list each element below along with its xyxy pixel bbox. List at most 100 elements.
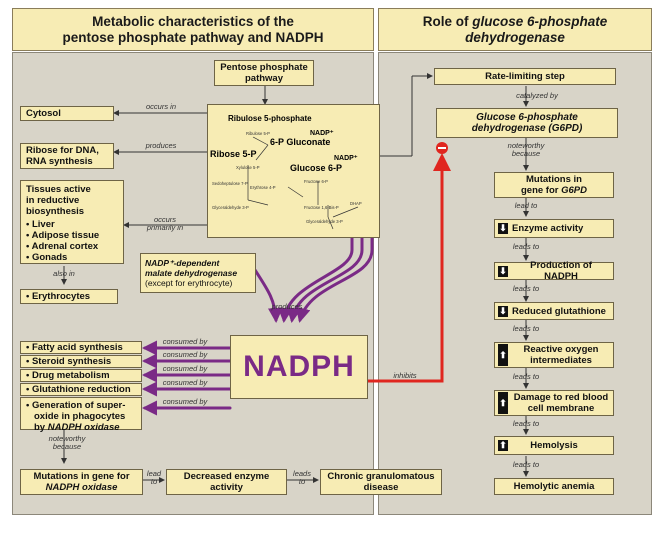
tissue-item: Adipose tissue [31, 230, 100, 241]
rate-limiting-text: Rate-limiting step [485, 71, 565, 82]
pathway-line1: Pentose phosphate [220, 62, 308, 73]
small-label: Fructose 1,6-Bis-P [304, 205, 339, 210]
leads-to-label: leads to [512, 324, 540, 333]
right-header-italic2: dehydrogenase [465, 29, 565, 45]
small-label: Glyceraldehyde 3-P [212, 205, 249, 210]
lead-to-label-right: lead to [514, 201, 538, 210]
use-glutathione: • Glutathione reduction [20, 383, 142, 396]
leads-to-label: leads to [512, 284, 540, 293]
ribose-line1: Ribose for DNA, [26, 145, 99, 156]
damage-line2: cell membrane [527, 403, 595, 414]
use-item: Drug metabolism [31, 370, 110, 381]
down-arrow-icon: ⬇ [498, 223, 508, 234]
tissue-item: Adrenal cortex [31, 241, 99, 252]
malate-line2: malate dehydrogenase [145, 268, 238, 278]
small-labels: Ribulose 5-P Xylulose 5-P Sedoheptulose … [212, 131, 362, 224]
mutations-oxidase-line2: NADPH oxidase [45, 482, 118, 493]
small-label: Sedoheptulose 7-P [212, 181, 248, 186]
noteworthy-left-label: noteworthy because [48, 434, 86, 451]
tissues-line1: Tissues active [26, 184, 91, 195]
use-item: Steroid synthesis [31, 356, 112, 367]
hemolytic-anemia-text: Hemolytic anemia [513, 481, 595, 492]
right-header: Role of glucose 6-phosphate dehydrogenas… [378, 8, 652, 51]
produces-label: produces [145, 141, 177, 150]
cgd-box: Chronic granulomatous disease [320, 469, 442, 495]
g6pd-line1: Glucose 6-phosphate [476, 112, 578, 123]
small-label: Glyceraldehyde 3-P [306, 219, 343, 224]
cytosol-text: Cytosol [26, 108, 61, 119]
ros-line2: intermediates [530, 355, 592, 366]
cgd-line1: Chronic granulomatous [327, 471, 435, 482]
use-drug: • Drug metabolism [20, 369, 142, 382]
nadph-title: NADPH [243, 350, 355, 383]
use-item: Glutathione reduction [31, 384, 131, 395]
consumed-by-label: consumed by [162, 364, 208, 373]
small-label: Xylulose 5-P [236, 165, 260, 170]
occurs-primarily-label: occurs primarily in [146, 215, 184, 232]
ribulose-label: Ribulose 5-phosphate [228, 114, 312, 123]
use-item: Fatty acid synthesis [31, 342, 123, 353]
purple-flow-malate [253, 268, 283, 323]
down-arrow-icon: ⬇ [498, 305, 508, 317]
mutations-oxidase-line1: Mutations in gene for [33, 471, 130, 482]
erythrocytes-text: Erythrocytes [31, 291, 91, 302]
up-arrow-icon: ⬆ [498, 344, 508, 366]
right-header-prefix: Role of [422, 13, 473, 29]
tissues-line2: in reductive [26, 195, 80, 206]
small-label: DHAP [350, 201, 362, 206]
consumed-by-label: consumed by [162, 350, 208, 359]
consumed-by-label: consumed by [162, 397, 208, 406]
generation-line3-prefix: by [34, 422, 48, 433]
consumed-by-label: consumed by [162, 378, 208, 387]
produces2-label: produces [271, 302, 303, 311]
pathway-diagram-box: Ribulose 5-phosphate NADP⁺ 6-P Gluconate… [207, 104, 380, 238]
lead-to-label: lead to [146, 469, 162, 486]
up-arrow-icon: ⬆ [498, 440, 508, 451]
down-arrow-icon: ⬇ [498, 265, 508, 277]
red-inhibit-line [368, 153, 451, 383]
right-header-italic1: glucose 6-phosphate [472, 13, 608, 29]
malate-line1: NADP⁺-dependent [145, 258, 220, 268]
generation-line3-italic: NADPH oxidase [47, 422, 120, 433]
leads-to-label: leads to [512, 372, 540, 381]
g6pd-box: Glucose 6-phosphate dehydrogenase (G6PD) [436, 108, 618, 138]
tissue-item: Liver [31, 219, 55, 230]
decreased-line1: Decreased enzyme [183, 471, 270, 482]
ribose-box: Ribose for DNA, RNA synthesis [20, 143, 114, 169]
damage-box: ⬆ Damage to red blood cell membrane [494, 390, 614, 416]
left-header-line1: Metabolic characteristics of the [92, 13, 294, 29]
inhibits-label: inhibits [393, 371, 417, 380]
rate-limiting-box: Rate-limiting step [434, 68, 616, 85]
mutations-oxidase-box: Mutations in gene for NADPH oxidase [20, 469, 143, 495]
leads-to-label: leads to [512, 460, 540, 469]
ros-box: ⬆ Reactive oxygen intermediates [494, 342, 614, 368]
nadph-box: NADPH [230, 335, 368, 399]
noteworthy-right-label: noteworthy because [507, 141, 545, 158]
erythrocytes-box: • Erythrocytes [20, 289, 118, 304]
reduced-glutathione-text: Reduced glutathione [512, 305, 606, 317]
small-label: Fructose 6-P [304, 179, 328, 184]
enzyme-activity-text: Enzyme activity [512, 223, 584, 234]
pathway-line2: pathway [244, 73, 283, 84]
decreased-line2: activity [210, 482, 243, 493]
decreased-box: Decreased enzyme activity [166, 469, 287, 495]
small-label: Ribulose 5-P [246, 131, 270, 136]
pathway-diagram-svg: Ribulose 5-phosphate NADP⁺ 6-P Gluconate… [210, 114, 362, 230]
production-nadph-box: ⬇ Production of NADPH [494, 260, 614, 282]
leads-to-label: leads to [512, 242, 540, 251]
production-nadph-text: Production of NADPH [530, 260, 592, 282]
occurs-in-label: occurs in [145, 102, 176, 111]
cgd-line2: disease [363, 482, 399, 493]
hemolysis-box: ⬆ Hemolysis [494, 436, 614, 455]
gluconate-label: 6-P Gluconate [270, 137, 330, 147]
mutations-line2-italic: G6PD [561, 185, 587, 196]
enzyme-activity-box: ⬇ Enzyme activity [494, 219, 614, 238]
malate-box: NADP⁺-dependent malate dehydrogenase (ex… [140, 253, 256, 293]
nadp1-label: NADP⁺ [310, 130, 334, 137]
pathway-box: Pentose phosphate pathway [214, 60, 314, 86]
hemolytic-anemia-box: Hemolytic anemia [494, 478, 614, 495]
mutations-line1: Mutations in [526, 174, 582, 185]
hemolysis-text: Hemolysis [530, 440, 578, 451]
use-fatty-acid: • Fatty acid synthesis [20, 341, 142, 354]
